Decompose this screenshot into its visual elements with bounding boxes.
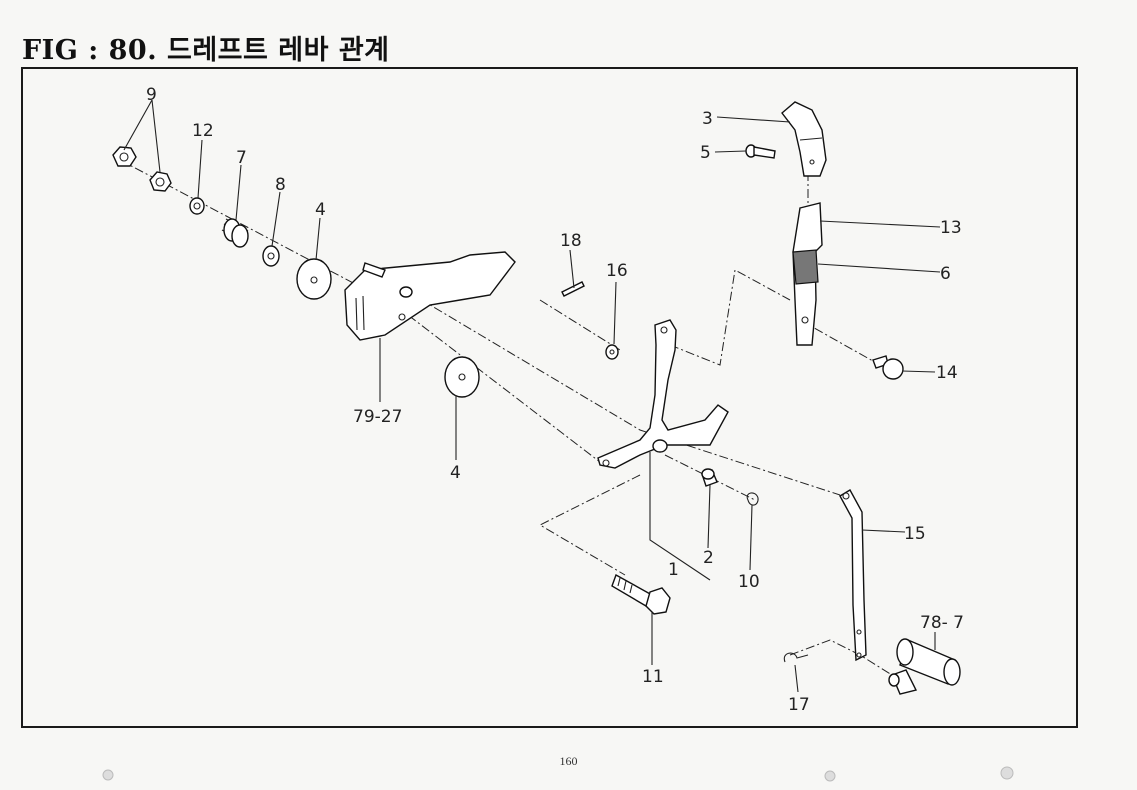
leader-10 [749,504,753,571]
callout-17: 17 [788,695,810,715]
leader-17 [794,664,799,693]
hole-mark-2 [824,770,836,782]
hole-mark-1 [102,769,114,781]
callout-9: 9 [146,85,157,105]
axis-upper [404,289,841,496]
nut-part-9b [149,171,172,192]
leader-4a [315,217,321,261]
leader-14 [901,370,936,373]
nut-part-9a [112,146,137,167]
bolt-part-11 [611,573,671,615]
callout-4a: 4 [315,200,326,220]
callout-2: 2 [703,548,714,568]
washer-part-8 [262,245,280,267]
spring-part-7 [221,218,249,248]
axis-rod [789,639,901,681]
bracket-part-79-27 [344,251,516,341]
leader-9 [123,99,161,173]
callout-12: 12 [192,121,214,141]
knob-part-3 [781,101,827,177]
axis-bolt [538,474,641,576]
leader-2 [707,484,711,549]
screw-part-14 [872,355,904,380]
leader-13 [819,220,941,228]
figure-title: FIG : 80. 드레프트 레바 관계 [22,35,390,66]
leader-8 [271,191,281,247]
clip-part-10 [746,492,759,506]
washer-part-4a [296,258,332,300]
leader-7 [235,164,242,221]
bush-part-2 [701,468,718,487]
leader-6 [817,263,941,273]
callout-14: 14 [936,363,958,383]
callout-13: 13 [940,218,962,238]
callout-15: 15 [904,524,926,544]
callout-3: 3 [702,109,713,129]
leader-3 [716,116,791,123]
callout-7: 7 [236,148,247,168]
axis-pin [539,299,621,351]
page-number: 160 [559,754,578,768]
rod-part-15 [839,489,867,662]
callout-78-7: 78- 7 [920,613,964,633]
washer-part-16 [605,344,619,360]
pin-part-17 [783,652,809,663]
axis-zigzag-top [669,269,791,366]
arm-part-13-6 [792,202,823,346]
diagram-frame [21,67,1078,728]
leader-15 [861,529,906,533]
leader-18 [569,249,575,289]
leader-1 [649,452,711,581]
lever-part-1 [597,319,729,469]
washer-part-4b [444,356,480,398]
axis-right [799,319,881,366]
callout-10: 10 [738,572,760,592]
callout-8: 8 [275,175,286,195]
washer-part-12 [189,197,205,215]
callout-1: 1 [668,560,679,580]
axis-lower [394,304,601,463]
shaft-part-78-7 [888,638,961,695]
callout-16: 16 [606,261,628,281]
leader-12 [197,139,203,199]
leader-5 [714,150,747,153]
callout-18: 18 [560,231,582,251]
callout-6: 6 [940,264,951,284]
hole-mark-3 [1000,766,1014,780]
screw-part-5 [745,144,776,159]
leader-16 [613,281,617,345]
callout-4b: 4 [450,463,461,483]
callout-5: 5 [700,143,711,163]
callout-79-27: 79-27 [353,407,402,427]
pin-part-18 [561,281,585,297]
callout-11: 11 [642,667,664,687]
